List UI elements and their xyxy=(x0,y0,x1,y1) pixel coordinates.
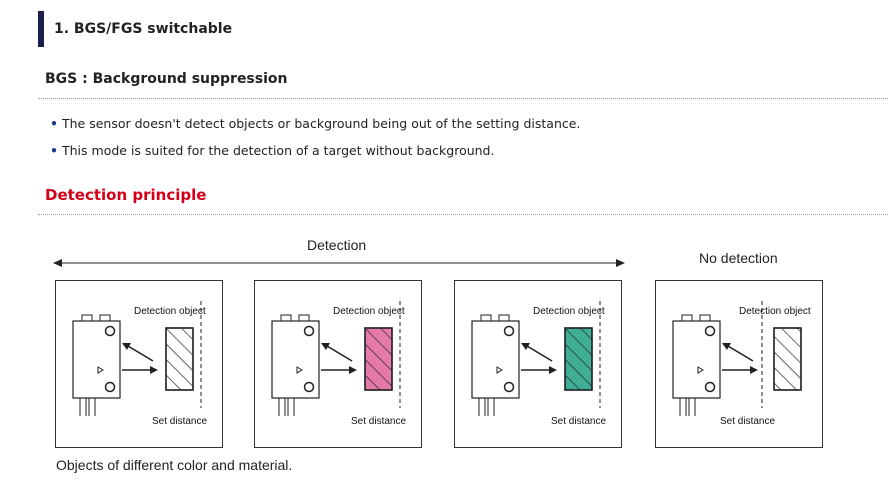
detection-object-label: Detection object xyxy=(333,306,405,317)
detection-object-label: Detection object xyxy=(134,306,206,317)
object-hatching xyxy=(165,327,194,391)
emitted-beam-arrow xyxy=(521,366,557,374)
section-title: 1. BGS/FGS switchable xyxy=(54,21,233,37)
sensor-body xyxy=(672,314,721,416)
sensor-body xyxy=(271,314,320,416)
sensor-body xyxy=(72,314,121,416)
set-distance-label: Set distance xyxy=(351,416,407,427)
set-distance-label: Set distance xyxy=(720,416,776,427)
sensor-body xyxy=(471,314,520,416)
bullet-icon: • xyxy=(50,116,58,131)
principle-heading: Detection principle xyxy=(45,186,207,204)
set-distance-label: Set distance xyxy=(551,416,607,427)
emitted-beam-arrow xyxy=(122,366,158,374)
reflected-beam-arrow xyxy=(321,343,353,362)
detection-range-arrow xyxy=(53,259,625,267)
emitted-beam-arrow xyxy=(321,366,357,374)
bullet-item: • This mode is suited for the detection o… xyxy=(50,141,580,168)
detection-object-label: Detection object xyxy=(739,306,811,317)
bullet-text: The sensor doesn't detect objects or bac… xyxy=(62,116,581,131)
reflected-beam-arrow xyxy=(722,343,754,362)
object-hatching xyxy=(564,327,593,391)
reflected-beam-arrow xyxy=(521,343,553,362)
bullet-list: • The sensor doesn't detect objects or ba… xyxy=(50,114,580,168)
reflected-beam-arrow xyxy=(122,343,154,362)
object-hatching xyxy=(364,327,393,391)
emitted-beam-arrow xyxy=(722,366,758,374)
sensor-diagram xyxy=(471,301,601,416)
bullet-item: • The sensor doesn't detect objects or ba… xyxy=(50,114,580,141)
divider xyxy=(38,98,888,99)
divider xyxy=(38,214,888,215)
bullet-icon: • xyxy=(50,143,58,158)
object-hatching xyxy=(773,327,802,391)
sensor-diagram xyxy=(672,301,802,416)
diagram-caption: Objects of different color and material. xyxy=(56,457,293,473)
sensor-diagram xyxy=(271,301,401,416)
detection-label: Detection xyxy=(307,237,367,253)
section-heading: 1. BGS/FGS switchable xyxy=(38,11,232,47)
mode-heading: BGS : Background suppression xyxy=(45,71,288,87)
detection-object-label: Detection object xyxy=(533,306,605,317)
no-detection-label: No detection xyxy=(699,250,778,266)
bullet-text: This mode is suited for the detection of… xyxy=(62,143,495,158)
sensor-diagram xyxy=(72,301,202,416)
set-distance-label: Set distance xyxy=(152,416,208,427)
